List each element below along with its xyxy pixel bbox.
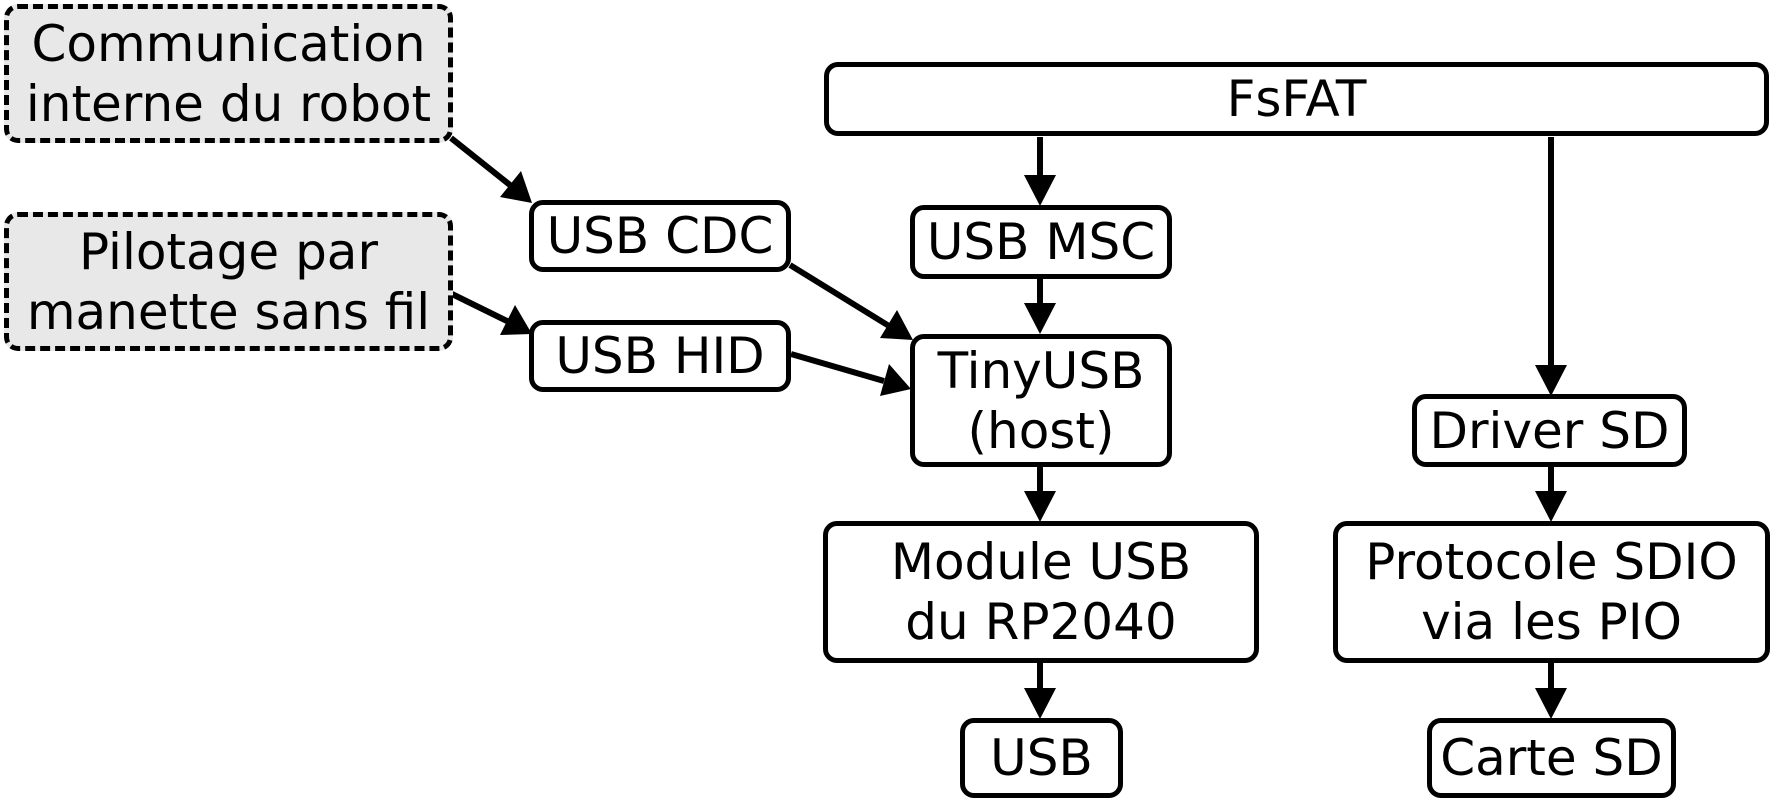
edge-pilotage-to-usb-hid [450, 291, 511, 325]
node-usb-cdc-line-1: USB CDC [546, 207, 774, 265]
node-protocole-sdio: Protocole SDIO via les PIO [1333, 521, 1770, 663]
node-communication-interne-line-1: Communication [31, 14, 426, 73]
node-module-usb-rp2040-line-2: du RP2040 [905, 593, 1177, 651]
node-protocole-sdio-line-1: Protocole SDIO [1365, 533, 1738, 591]
arrowhead-tinyusb-to-module-usb [1024, 491, 1056, 522]
node-module-usb-rp2040: Module USB du RP2040 [823, 521, 1259, 663]
node-pilotage-manette-line-1: Pilotage par [79, 222, 378, 281]
node-usb-cdc: USB CDC [529, 200, 791, 272]
node-usb-msc: USB MSC [910, 205, 1172, 279]
node-fsfat-line-1: FsFAT [1226, 70, 1367, 128]
node-tinyusb-host: TinyUSB (host) [910, 334, 1172, 467]
node-module-usb-rp2040-line-1: Module USB [890, 533, 1192, 591]
arrowhead-driver-sd-to-protocole-sdio [1535, 491, 1567, 522]
node-communication-interne: Communication interne du robot [4, 4, 453, 143]
node-usb-msc-line-1: USB MSC [926, 213, 1156, 271]
node-driver-sd-line-1: Driver SD [1429, 401, 1670, 460]
arrowhead-module-usb-to-usb [1024, 688, 1056, 719]
node-protocole-sdio-line-2: via les PIO [1421, 593, 1682, 651]
node-pilotage-manette-line-2: manette sans fil [26, 282, 431, 341]
arrowhead-usb-msc-to-tinyusb [1024, 303, 1056, 334]
node-tinyusb-host-line-1: TinyUSB [937, 341, 1145, 400]
node-pilotage-manette: Pilotage par manette sans fil [4, 212, 453, 351]
node-communication-interne-line-2: interne du robot [25, 74, 432, 133]
edge-communication-to-usb-cdc [449, 135, 512, 188]
arrowhead-usb-hid-to-tinyusb [880, 364, 911, 396]
node-carte-sd: Carte SD [1427, 718, 1676, 798]
node-tinyusb-host-line-2: (host) [967, 401, 1115, 460]
arrowhead-protocole-sdio-to-carte-sd [1535, 688, 1567, 719]
arrowhead-usb-cdc-to-tinyusb [880, 310, 913, 340]
arrowhead-fsfat-to-usb-msc [1024, 175, 1056, 206]
arrowhead-fsfat-to-driver-sd [1535, 365, 1567, 396]
edge-usb-hid-to-tinyusb [790, 351, 885, 384]
node-fsfat: FsFAT [824, 62, 1769, 136]
node-usb-hid: USB HID [529, 320, 791, 392]
node-usb-line-1: USB [990, 729, 1093, 787]
arrowhead-pilotage-to-usb-hid [500, 305, 532, 335]
node-carte-sd-line-1: Carte SD [1440, 729, 1663, 787]
edge-usb-cdc-to-tinyusb [788, 262, 891, 329]
node-driver-sd: Driver SD [1412, 394, 1687, 467]
node-usb-hid-line-1: USB HID [555, 327, 765, 385]
node-usb: USB [960, 718, 1123, 798]
arrowhead-communication-to-usb-cdc [500, 171, 532, 203]
